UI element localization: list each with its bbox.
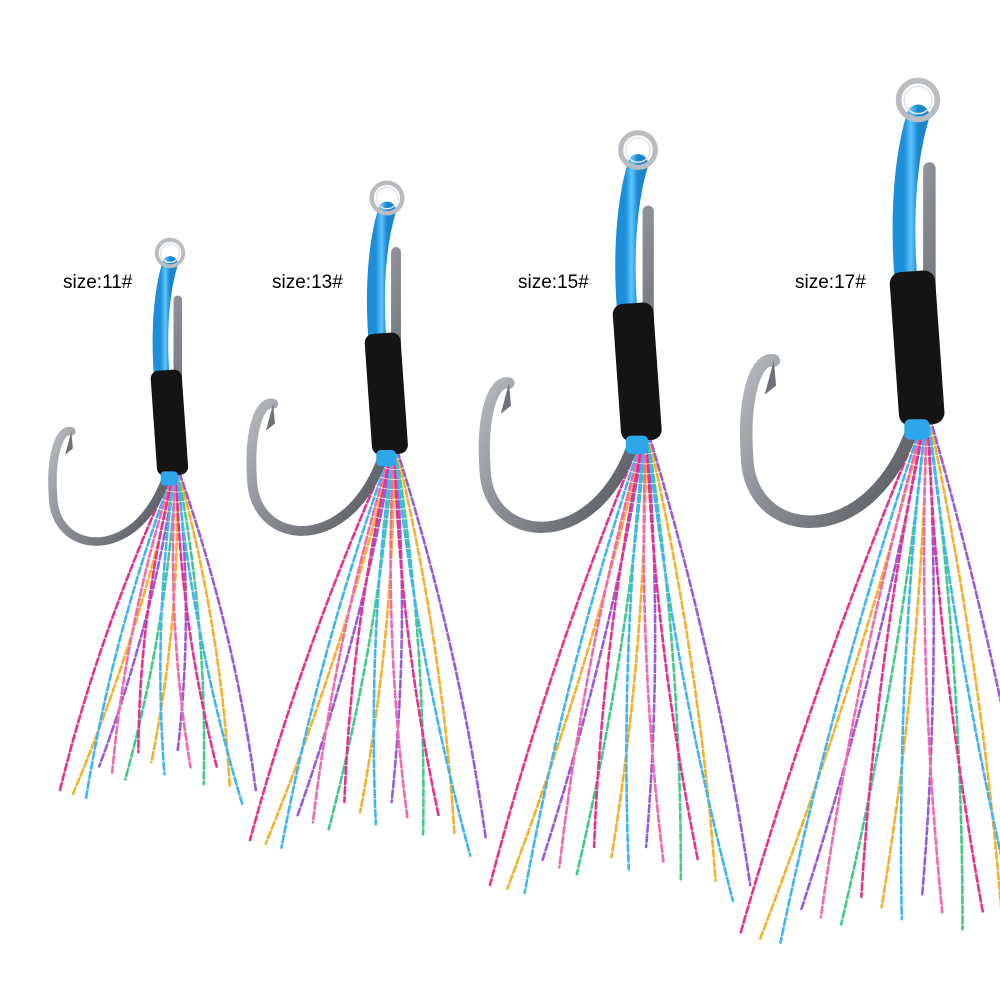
hook-point — [500, 383, 512, 414]
assist-hook-1 — [246, 180, 488, 857]
thread-wrap — [364, 332, 408, 456]
split-ring-highlight — [375, 186, 399, 210]
tinsel-skirt — [58, 462, 258, 807]
assist-hook-2 — [478, 130, 752, 902]
tinsel-skirt — [488, 424, 752, 902]
cord-tag — [376, 450, 396, 467]
tinsel-skirt — [248, 439, 488, 857]
size-label-15: size:15# — [518, 272, 589, 293]
assist-hook-3 — [738, 77, 1000, 945]
split-ring — [154, 237, 186, 269]
braided-cord — [152, 256, 178, 390]
assist-hook-0 — [48, 237, 258, 807]
braided-cord — [892, 104, 930, 300]
hook-point — [265, 403, 275, 431]
cord-tag — [904, 419, 930, 440]
size-label-17: size:17# — [795, 272, 866, 293]
size-label-13: size:13# — [272, 272, 343, 293]
braided-cord — [366, 201, 396, 356]
split-ring-highlight — [625, 137, 651, 163]
thread-wrap — [889, 270, 945, 426]
tinsel-skirt — [738, 406, 1000, 945]
size-label-11: size:11# — [63, 272, 133, 293]
thread-wrap — [150, 369, 189, 476]
split-ring — [369, 180, 405, 216]
split-ring-highlight — [903, 85, 933, 115]
thread-wrap — [612, 302, 662, 442]
split-ring — [618, 130, 658, 170]
cord-tag — [625, 435, 649, 454]
hook-point — [764, 360, 777, 395]
cord-tag — [160, 471, 178, 486]
hook-point — [65, 431, 73, 455]
split-ring-highlight — [159, 242, 181, 264]
split-ring — [895, 77, 941, 123]
braided-cord — [615, 154, 649, 329]
